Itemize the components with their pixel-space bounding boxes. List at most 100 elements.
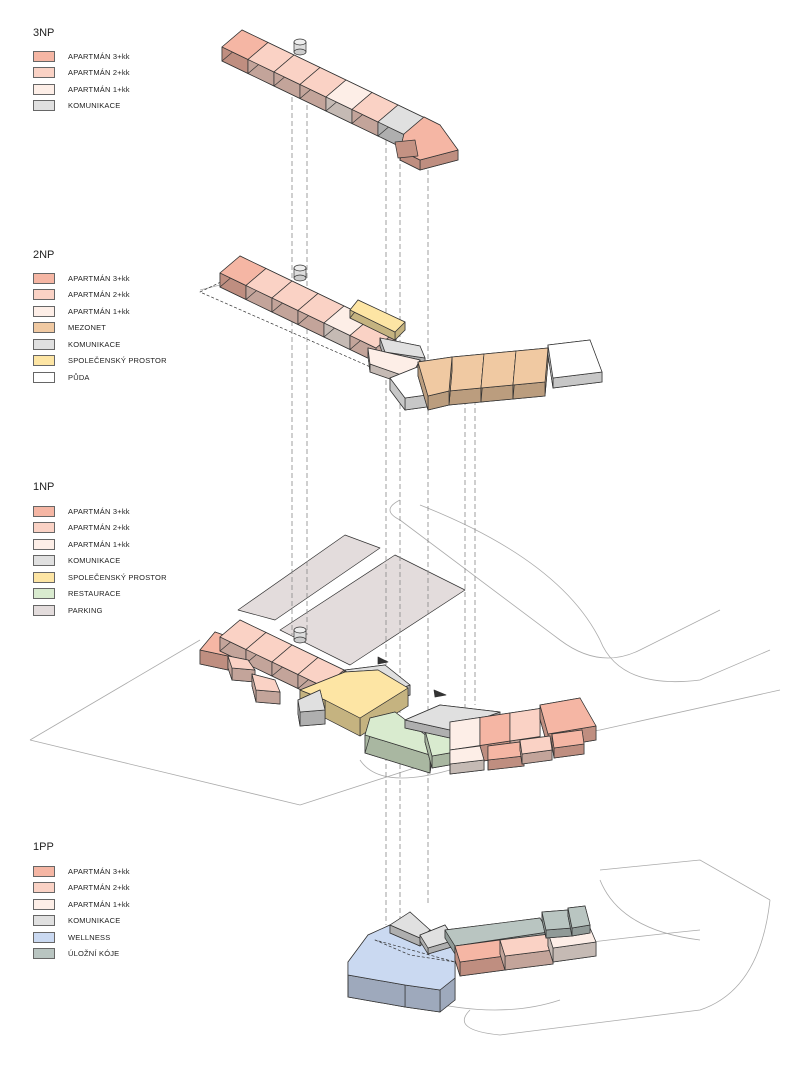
parking-areas: [237, 534, 466, 666]
legend-item: ÚLOŽNÍ KÓJE: [33, 946, 130, 963]
unit-apt2: [351, 92, 399, 137]
legend-swatch: [33, 571, 55, 583]
mezonet-end: [417, 356, 453, 411]
volume-top: [379, 337, 426, 359]
legend-item: APARTMÁN 3+kk: [33, 863, 130, 880]
volume-top: [449, 745, 485, 765]
legend-item: APARTMÁN 1+kk: [33, 536, 167, 553]
volume-side: [299, 709, 326, 727]
legend-swatch: [33, 338, 55, 350]
legend-item: KOMUNIKACE: [33, 336, 167, 353]
komunikace-1np-b: [297, 689, 326, 727]
legend-item: APARTMÁN 2+kk: [33, 880, 130, 897]
legend-label: KOMUNIKACE: [68, 556, 121, 566]
legend-swatch: [33, 50, 55, 62]
legend-label: APARTMÁN 1+kk: [68, 899, 130, 909]
legend-swatch: [33, 931, 55, 943]
volume-top: [297, 689, 326, 713]
unit-apt3: [487, 741, 525, 771]
unit-mezonet: [448, 353, 485, 406]
entrance-marker: [377, 656, 389, 665]
legend-label: ÚLOŽNÍ KÓJE: [68, 949, 120, 959]
unit-apt1: [449, 745, 485, 775]
unit-mezonet: [480, 350, 517, 403]
volume-top: [541, 909, 573, 931]
volume-top: [449, 717, 481, 751]
legend-swatch: [33, 898, 55, 910]
legend-item: APARTMÁN 3+kk: [33, 48, 130, 65]
legend-swatch: [33, 100, 55, 112]
stair-opening: [394, 139, 419, 159]
legend-swatch: [33, 882, 55, 894]
legend-label: APARTMÁN 3+kk: [68, 866, 130, 876]
volume-top: [404, 704, 501, 731]
legend-label: PARKING: [68, 605, 103, 615]
volume-top: [389, 911, 431, 939]
legend-swatch: [33, 865, 55, 877]
legend-label: SPOLEČENSKÝ PROSTOR: [68, 572, 167, 582]
unit-apt3: [551, 729, 585, 759]
elevator-shaft-3np: [293, 38, 307, 56]
legend-item: KOMUNIKACE: [33, 913, 130, 930]
legend-label: APARTMÁN 3+kk: [68, 506, 130, 516]
volume-top: [251, 673, 281, 693]
legend-swatch: [33, 505, 55, 517]
ulozni-koje-1pp-c: [567, 905, 591, 937]
volume-top: [480, 350, 517, 389]
legend-item: APARTMÁN 3+kk: [33, 270, 167, 287]
unit-apt3: [454, 939, 506, 977]
legend-item: KOMUNIKACE: [33, 98, 130, 115]
legend-label: APARTMÁN 2+kk: [68, 290, 130, 300]
legend-swatch: [33, 522, 55, 534]
entrance-marker: [433, 689, 447, 698]
legend-swatch: [33, 915, 55, 927]
legend-item: APARTMÁN 2+kk: [33, 287, 167, 304]
legend-item: RESTAURACE: [33, 586, 167, 603]
legend-label: SPOLEČENSKÝ PROSTOR: [68, 356, 167, 366]
unit-apt2: [227, 655, 256, 683]
legend-label: APARTMÁN 2+kk: [68, 883, 130, 893]
legend-item: APARTMÁN 1+kk: [33, 81, 130, 98]
parking-area-2: [279, 554, 466, 666]
legend-label: APARTMÁN 3+kk: [68, 51, 130, 61]
legend-item: APARTMÁN 3+kk: [33, 503, 167, 520]
vertical-alignment-lines: [291, 65, 476, 925]
volume-top: [349, 299, 406, 333]
legend-swatch: [33, 289, 55, 301]
building-masses: [199, 29, 603, 1013]
volume-side: [231, 667, 256, 683]
volume-top: [227, 655, 256, 671]
legend-label: WELLNESS: [68, 932, 111, 942]
legend-swatch: [33, 355, 55, 367]
volume-top: [448, 353, 485, 392]
legend-item: WELLNESS: [33, 929, 130, 946]
legend-item: PŮDA: [33, 369, 167, 386]
floor-title-1pp: 1PP: [33, 841, 54, 853]
wellness-partition: [374, 939, 456, 963]
volume-top: [547, 339, 603, 379]
legend-label: KOMUNIKACE: [68, 101, 121, 111]
legend-swatch: [33, 555, 55, 567]
volume-top: [551, 729, 585, 749]
elevator-shaft-1np: [293, 626, 307, 644]
legend-item: MEZONET: [33, 320, 167, 337]
legend-swatch: [33, 371, 55, 383]
volume-top: [417, 356, 453, 397]
legend-swatch: [33, 538, 55, 550]
unit-mezonet: [512, 347, 549, 400]
puda-end-2np: [547, 339, 603, 389]
legend-swatch: [33, 948, 55, 960]
legend-label: RESTAURACE: [68, 589, 121, 599]
unit-apt2: [251, 673, 281, 705]
legend-label: APARTMÁN 1+kk: [68, 306, 130, 316]
volume-top: [519, 735, 553, 755]
elevator-shaft-2np: [293, 264, 307, 282]
unit-apt2: [499, 933, 554, 971]
legend-item: APARTMÁN 1+kk: [33, 303, 167, 320]
volume-top: [512, 347, 549, 386]
